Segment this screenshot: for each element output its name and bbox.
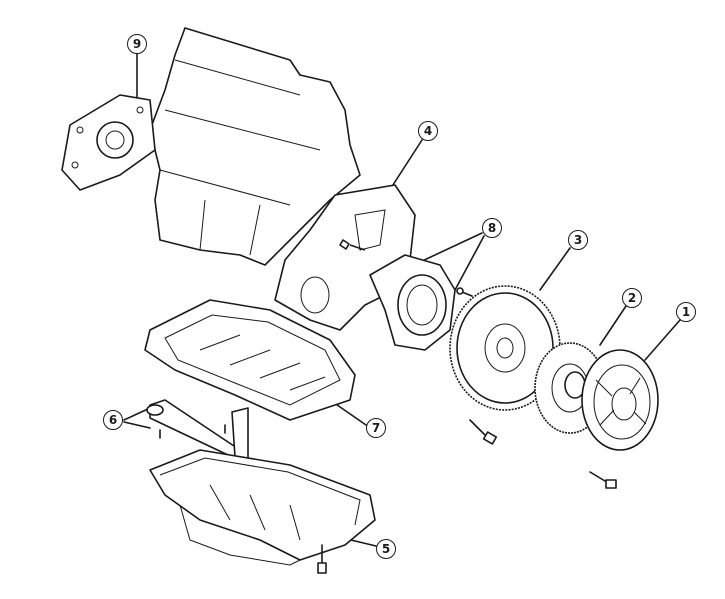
callout-3: 3 [568, 230, 588, 250]
callout-6: 6 [103, 410, 123, 430]
oil-pan [149, 449, 376, 574]
callout-8: 8 [482, 218, 502, 238]
oil-pump [61, 94, 156, 191]
callout-4: 4 [418, 121, 438, 141]
callout-1: 1 [676, 302, 696, 322]
callout-7: 7 [366, 418, 386, 438]
leader-lines [123, 53, 681, 547]
callout-2: 2 [622, 288, 642, 308]
callout-9: 9 [127, 34, 147, 54]
clutch-pressure-plate [581, 349, 659, 489]
flywheel [449, 285, 561, 445]
rear-oil-seal [369, 254, 473, 351]
callout-5: 5 [376, 539, 396, 559]
oil-pan-baffle [144, 299, 356, 421]
